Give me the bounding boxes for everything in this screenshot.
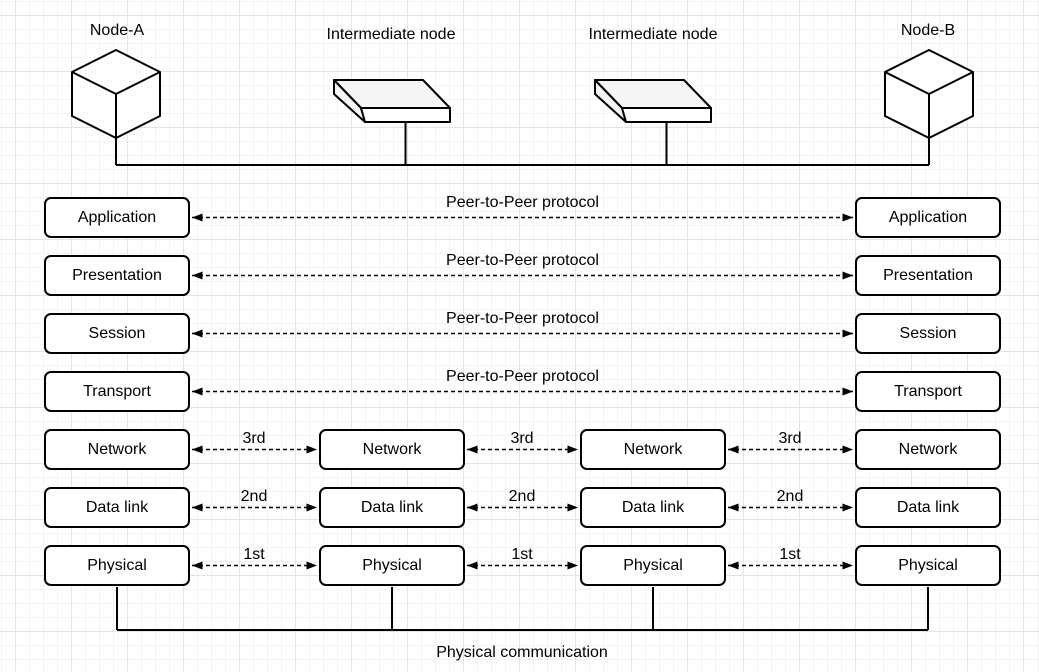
layer-box-session-node-a: Session: [44, 313, 190, 354]
layer-box-data-link-int2: Data link: [580, 487, 726, 528]
hop-label-2nd-gap2: 2nd: [508, 488, 536, 505]
peer-protocol-label-application: Peer-to-Peer protocol: [446, 194, 599, 211]
hop-label-3rd-gap1: 3rd: [242, 430, 266, 447]
peer-protocol-label-transport: Peer-to-Peer protocol: [446, 368, 599, 385]
layer-box-network-node-a: Network: [44, 429, 190, 470]
layer-box-presentation-node-a: Presentation: [44, 255, 190, 296]
layer-box-application-node-b: Application: [855, 197, 1001, 238]
intermediate-node-1-label: Intermediate node: [326, 26, 456, 43]
layer-box-transport-node-b: Transport: [855, 371, 1001, 412]
hop-label-2nd-gap3: 2nd: [776, 488, 804, 505]
hop-arrows: [192, 445, 853, 570]
top-network-connectors: [115, 122, 930, 166]
intermediate-node-2-slab-icon: [594, 79, 712, 123]
peer-protocol-label-presentation: Peer-to-Peer protocol: [446, 252, 599, 269]
layer-box-data-link-int1: Data link: [319, 487, 465, 528]
layer-box-network-node-b: Network: [855, 429, 1001, 470]
node-a-label: Node-A: [89, 22, 145, 39]
physical-communication-label: Physical communication: [436, 644, 608, 661]
hop-label-1st-gap1: 1st: [243, 546, 265, 563]
layer-box-data-link-node-b: Data link: [855, 487, 1001, 528]
layer-box-physical-int1: Physical: [319, 545, 465, 586]
hop-label-1st-gap2: 1st: [511, 546, 533, 563]
layer-box-physical-node-a: Physical: [44, 545, 190, 586]
layer-box-application-node-a: Application: [44, 197, 190, 238]
intermediate-node-2-label: Intermediate node: [588, 26, 718, 43]
hop-label-2nd-gap1: 2nd: [240, 488, 268, 505]
node-a-cube-icon: [71, 49, 161, 139]
layer-box-transport-node-a: Transport: [44, 371, 190, 412]
hop-label-1st-gap3: 1st: [779, 546, 801, 563]
node-b-cube-icon: [884, 49, 974, 139]
layer-box-physical-node-b: Physical: [855, 545, 1001, 586]
layer-box-presentation-node-b: Presentation: [855, 255, 1001, 296]
bottom-bus-connectors: [116, 587, 929, 631]
layer-box-network-int2: Network: [580, 429, 726, 470]
hop-label-3rd-gap3: 3rd: [778, 430, 802, 447]
layer-box-network-int1: Network: [319, 429, 465, 470]
layer-box-session-node-b: Session: [855, 313, 1001, 354]
layer-box-data-link-node-a: Data link: [44, 487, 190, 528]
peer-protocol-arrows: [192, 213, 853, 396]
hop-label-3rd-gap2: 3rd: [510, 430, 534, 447]
layer-box-physical-int2: Physical: [580, 545, 726, 586]
node-b-label: Node-B: [900, 22, 956, 39]
peer-protocol-label-session: Peer-to-Peer protocol: [446, 310, 599, 327]
intermediate-node-1-slab-icon: [333, 79, 451, 123]
